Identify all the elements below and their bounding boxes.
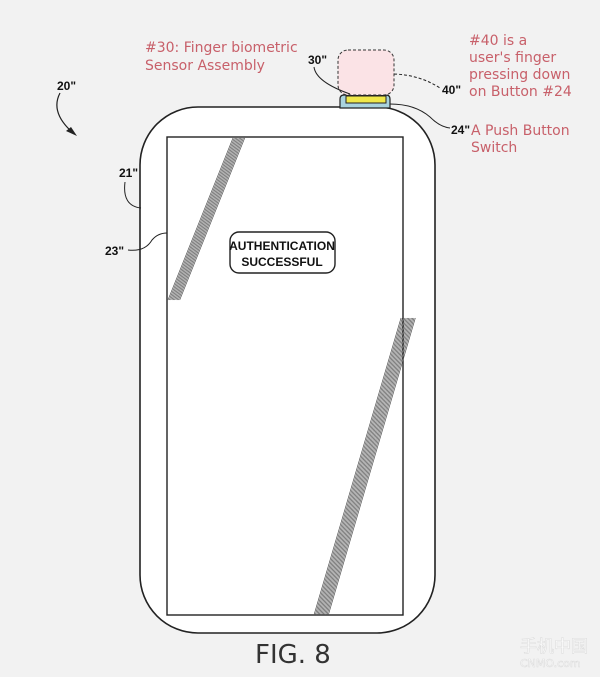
hatch-line [314,317,403,616]
user-finger [337,49,395,96]
hatch-line [325,317,414,616]
sensor-annotation-1: #30: Finger biometric [145,40,298,56]
leader-40 [393,73,441,89]
label-21: 21" [119,166,138,180]
badge-line-2: SUCCESSFUL [241,255,322,269]
label-20: 20" [57,79,76,93]
label-30: 30" [308,53,327,67]
hatch-line [178,137,244,301]
badge-line-1: AUTHENTICATION [229,239,335,253]
finger-annotation-3: pressing down [469,67,570,83]
hatch-line [320,317,408,616]
label-24: 24" [451,123,470,137]
switch-annotation-2: Switch [471,140,517,156]
hatch-line [172,137,239,301]
hatch-line [170,137,236,301]
hatch-line [327,317,416,616]
label-40: 40" [442,83,461,97]
device-arrow [56,92,73,133]
svg-text:手机中国: 手机中国 [520,637,588,657]
hatch-line [179,137,246,301]
hatch-line [174,137,240,301]
screen-glare-upper [167,137,246,301]
label-23: 23" [105,244,124,258]
switch-annotation-1: A Push Button [471,123,570,139]
phone-screen [166,136,404,616]
hatch-line [317,317,406,616]
leader-23 [127,232,168,251]
leader-30 [313,66,351,95]
biometric-sensor [345,95,387,104]
watermark-logo: 手机中国 CNMO.com [520,637,589,671]
hatch-line [322,317,411,616]
hatch-line [326,317,415,616]
hatch-line [324,317,412,616]
finger-annotation-1: #40 is a [469,33,527,49]
hatch-line [176,137,243,301]
finger-annotation-2: user's finger [469,50,556,66]
hatch-line [321,317,410,616]
hatch-line [318,317,407,616]
svg-text:CNMO.com: CNMO.com [520,657,581,670]
hatch-line [171,137,238,301]
hatch-line [175,137,242,301]
hatch-line [168,137,235,301]
leader-21 [124,181,142,209]
hatch-line [313,317,402,616]
authentication-badge: AUTHENTICATION SUCCESSFUL [229,231,336,274]
hatch-line [316,317,404,616]
hatch-line [167,137,234,301]
sensor-annotation-2: Sensor Assembly [145,58,265,74]
arrowhead-icon [66,127,77,136]
figure-caption: FIG. 8 [255,640,331,670]
finger-annotation-4: on Button #24 [469,84,572,100]
screen-glare-lower [313,317,416,616]
leader-24 [389,103,451,129]
